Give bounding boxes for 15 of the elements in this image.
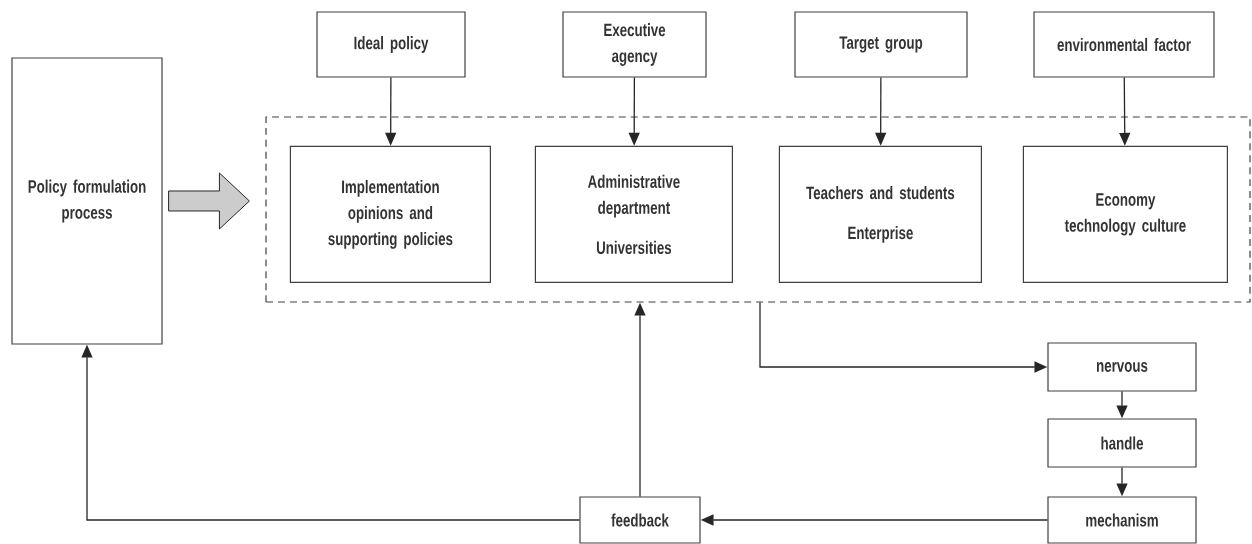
process-box: Ideal policy — [316, 11, 466, 78]
process-box: nervous — [1047, 342, 1197, 392]
process-box: handle — [1047, 418, 1197, 468]
block-arrow — [168, 172, 250, 230]
process-box: Policy formulation process — [11, 57, 163, 345]
process-box: mechanism — [1047, 496, 1197, 544]
process-box: Implementation opinions and supporting policies — [289, 145, 491, 283]
process-box: Administrative department Universities — [534, 145, 733, 283]
process-box: Executive agency — [562, 11, 707, 78]
process-box: environmental factor — [1033, 11, 1215, 78]
process-box: Economy technology culture — [1022, 145, 1228, 283]
process-box: Target group — [794, 11, 968, 78]
process-box: feedback — [579, 496, 701, 544]
process-box: Teachers and students Enterprise — [778, 145, 982, 283]
dashed-group-box — [265, 116, 1251, 303]
